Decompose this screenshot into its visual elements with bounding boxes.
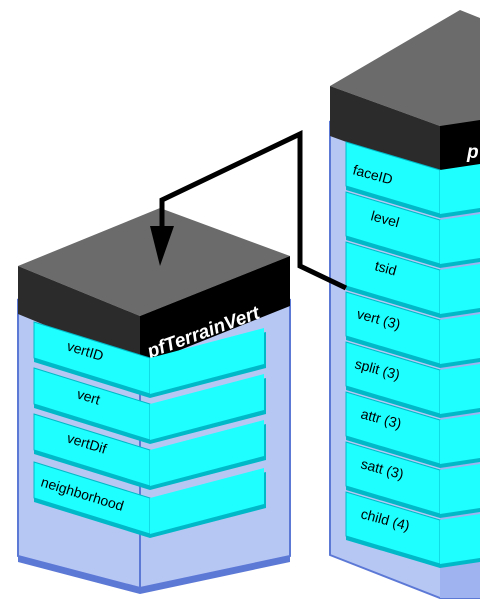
pointer-arrow-line [159,130,348,291]
right-field-label: level [369,207,401,230]
pointer-arrow-head-icon [150,226,174,266]
right-field-slot: child (4) [345,491,480,568]
left-field-slot: vertDif [33,413,266,490]
right-block-title: p [466,142,479,163]
left-struct-block: pfTerrainVert vertID vert vertDif [17,208,291,594]
right-block-field-slots: faceID level tsid vert (3) [345,141,480,568]
left-field-slot: neighborhood [33,461,266,538]
right-struct-block: p faceID level tsid [329,10,480,599]
right-field-label: tsid [373,257,398,278]
right-field-slot: faceID [345,141,480,218]
left-block-field-slots: vertID vert vertDif neighborhood [33,321,266,538]
right-field-slot: split (3) [345,341,480,418]
left-field-label: vert [75,386,102,408]
left-field-slot: vertID [33,321,266,398]
right-block-lid-title-face [440,120,480,176]
right-field-slot: vert (3) [345,291,480,368]
right-field-slot: tsid [345,241,480,318]
right-field-slot: attr (3) [345,391,480,468]
right-field-slot: level [345,191,480,268]
right-block-lid-top [330,10,480,134]
left-block-lid-front [18,266,140,364]
pointer-arrow [150,130,348,291]
right-field-slot: satt (3) [345,441,480,518]
right-block-lid-front [330,86,440,176]
left-block-outer-bottom-face [18,556,290,594]
left-field-slot: vert [33,367,266,444]
left-block-lid-top [18,208,290,316]
left-block-lid-title-face [140,256,290,366]
